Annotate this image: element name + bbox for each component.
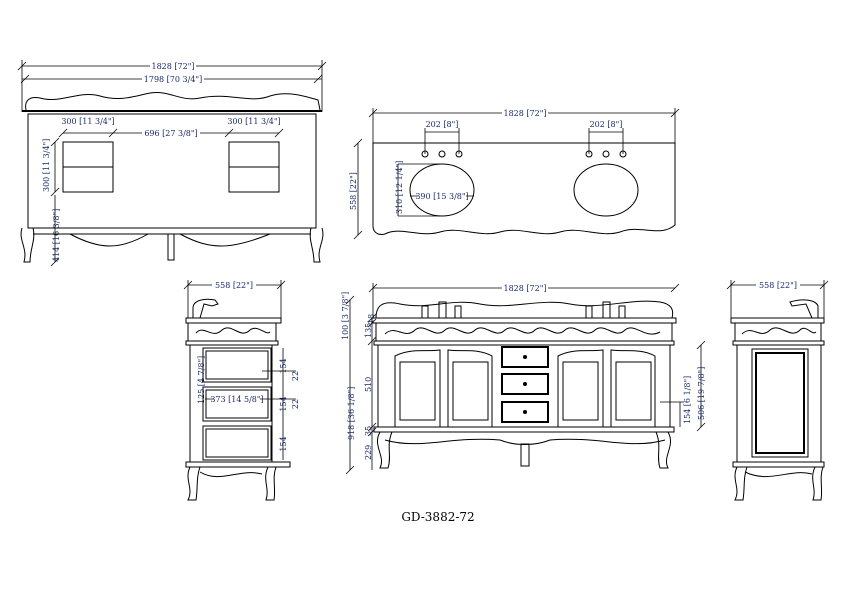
top-faucet-spread-right: 202 [8"] bbox=[590, 120, 623, 129]
front-cabinet-height: 510 bbox=[364, 377, 373, 392]
back-overall-width: 1828 [72"] bbox=[151, 62, 194, 71]
model-code: GD-3882-72 bbox=[401, 510, 474, 524]
back-top-width: 1798 [70 3/4"] bbox=[144, 75, 202, 84]
sink-right bbox=[573, 163, 639, 217]
front-apron-height: 135 bbox=[364, 323, 373, 338]
front-leg-height: 229 bbox=[364, 445, 373, 460]
top-faucet-spread-left: 202 [8"] bbox=[426, 120, 459, 129]
right-side-view: 558 [22"] bbox=[726, 280, 829, 501]
back-view: 1828 [72"] 1798 [70 3/4"] 300 [11 3/4"] … bbox=[17, 60, 327, 267]
back-cutout-left-width: 300 [11 3/4"] bbox=[61, 117, 114, 126]
side-drawer-height-2: 154 bbox=[279, 396, 288, 411]
front-door-height: 506 [19 7/8"] bbox=[697, 367, 706, 420]
back-floor-to-cutout: 414 [16 3/8"] bbox=[52, 209, 61, 262]
back-cutout-right-width: 300 [11 3/4"] bbox=[227, 117, 280, 126]
front-top-thickness: 18 bbox=[367, 314, 376, 324]
front-backsplash-height: 100 [3 7/8"] bbox=[341, 292, 350, 340]
top-depth: 558 [22"] bbox=[349, 172, 358, 210]
front-base-rail: 35 bbox=[364, 426, 373, 436]
front-overall-width: 1828 [72"] bbox=[503, 284, 546, 293]
doors bbox=[394, 349, 656, 428]
front-view: 1828 [72"] 100 [3 7/8"] 918 [36 1/8"] bbox=[341, 283, 706, 475]
side-drawer-gap-1: 22 bbox=[291, 371, 300, 381]
side-drawer-inner-height: 125 [4 7/8"] bbox=[197, 356, 206, 404]
top-sink-depth: 310 [12 1/4"] bbox=[395, 161, 404, 214]
front-overall-height: 918 [36 1/8"] bbox=[347, 387, 356, 440]
side-drawer-depth: 373 [14 5/8"] bbox=[210, 395, 263, 404]
side-drawer-gap-2: 22 bbox=[291, 399, 300, 409]
top-sink-width: 390 [15 3/8"] bbox=[415, 192, 468, 201]
sink-left bbox=[409, 163, 475, 217]
front-drawer-height: 154 [6 1/8"] bbox=[683, 376, 692, 424]
drawers bbox=[501, 346, 549, 423]
left-side-view: 558 [22"] 154 154 154 22 22 373 [14 5/8"… bbox=[183, 280, 300, 501]
back-cutout-height: 300 [11 3/4"] bbox=[42, 139, 51, 192]
side-drawer-height-1: 154 bbox=[279, 358, 288, 373]
top-overall-width: 1828 [72"] bbox=[503, 109, 546, 118]
top-view: 1828 [72"] 202 [8"] 202 [8"] 558 [22"] 3… bbox=[349, 108, 680, 240]
side-depth: 558 [22"] bbox=[215, 281, 253, 290]
faucet-holes bbox=[421, 150, 627, 158]
right-side-depth: 558 [22"] bbox=[759, 281, 797, 290]
side-drawer-height-3: 154 bbox=[279, 436, 288, 451]
back-cutout-spacing: 696 [27 3/8"] bbox=[144, 129, 197, 138]
